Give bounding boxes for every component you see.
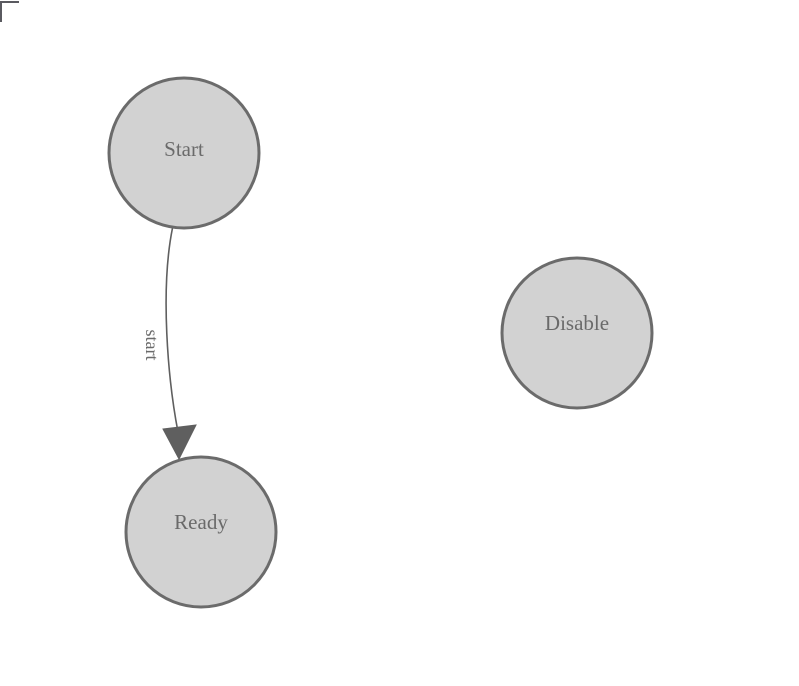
edge-line xyxy=(165,227,179,433)
node-start-shape[interactable] xyxy=(107,76,261,230)
edge-start-to-ready[interactable]: start xyxy=(142,227,197,461)
node-disable-shape[interactable] xyxy=(500,256,654,410)
node-ready-shape[interactable] xyxy=(124,455,278,609)
node-start[interactable]: Start xyxy=(107,76,261,230)
node-start-label: Start xyxy=(164,137,204,161)
arrowhead-icon xyxy=(162,424,197,461)
edge-label-start: start xyxy=(142,330,162,361)
node-disable-label: Disable xyxy=(545,311,609,335)
node-ready-label: Ready xyxy=(174,510,228,534)
node-disable[interactable]: Disable xyxy=(500,256,654,410)
corner-bracket-icon xyxy=(0,1,19,22)
node-ready[interactable]: Ready xyxy=(124,455,278,609)
